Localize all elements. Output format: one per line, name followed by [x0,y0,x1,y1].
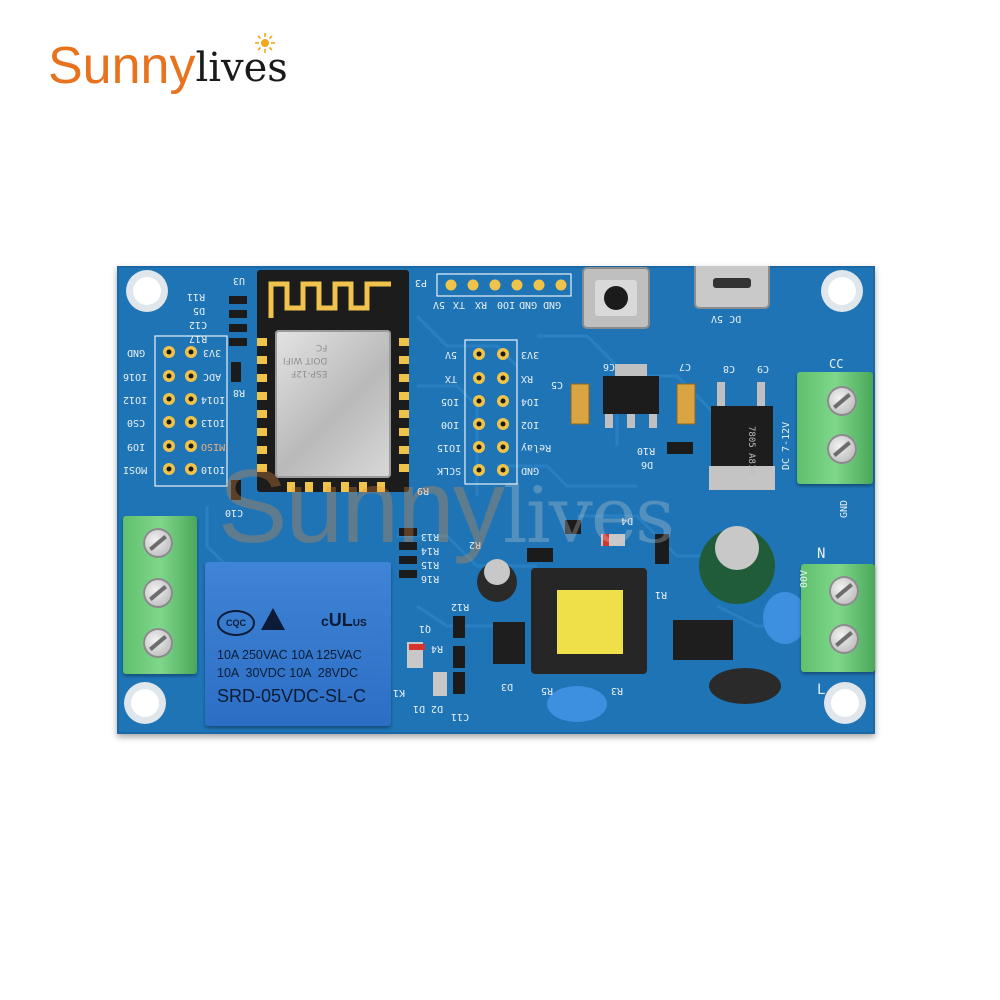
designator-u3: U3 [233,275,246,286]
designator-q1: Q1 [419,623,432,634]
screw-icon [143,578,173,608]
esp-castellated-pins [257,338,409,492]
designator-r8: R8 [233,387,246,398]
header-mid-label: RX [521,373,534,384]
regulator-text1: 7805 [746,426,756,448]
regulator-text2: A810 [746,453,756,475]
label-gnd: GND [839,499,850,518]
sun-icon [255,33,275,53]
watermark-part2: lives [502,471,675,561]
label-400v: 00V [799,569,810,588]
designator-c9: C9 [757,363,770,374]
header-mid-label: 5V [445,349,458,360]
header-mid-label: TX [445,373,458,384]
designator-r4: R4 [431,643,444,654]
designator-r16: R16 [421,573,440,584]
designator-r5: R5 [541,685,554,696]
designator-k1: K1 [393,687,406,698]
watermark-part1: Sunny [218,449,505,565]
designator-r3: R3 [611,685,624,696]
ul-mark-us: US [352,618,367,629]
relay-model-text: SRD-05VDC-SL-C [217,686,367,706]
label-dc-7-12v: DC 7-12V [781,421,792,470]
header-top-label: GND [543,299,562,310]
header-top-designator: P3 [415,277,428,288]
designator-r17: R17 [189,333,208,344]
screw-icon [827,386,857,416]
header-left-label: GND [127,347,146,358]
relay-module: CQC cULUS 10A 250VAC 10A 125VAC 10A 30VD… [205,562,391,726]
header-left-label: 3V3 [203,347,222,358]
designator-c12: C12 [189,319,208,330]
logo-text-lives: lives [195,45,288,91]
terminal-block-dc-input [797,372,873,484]
label-n: N [817,546,826,562]
designator-d1: D1 [413,703,426,714]
designator-c11: C11 [451,711,470,722]
logo-text-sunny: Sunny [48,37,196,95]
header-mid-label: 3V3 [521,349,540,360]
brand-logo: Sunnylives [48,33,288,100]
designator-d2: D2 [431,703,444,714]
designator-r1: R1 [655,589,668,600]
designator-c8: C8 [723,363,736,374]
label-vcc: CC [829,357,844,371]
designator-r12: R12 [451,601,470,612]
screw-icon [829,576,859,606]
label-l: L [817,682,826,698]
warning-triangle-icon [261,608,285,630]
header-left-label: IO13 [201,417,226,428]
header-left-label: IO9 [127,441,146,452]
relay-rating-line2: 10A 30VDC 10A 28VDC [217,666,359,680]
header-top-label: RX [475,299,488,310]
header-left-label: CS0 [127,417,146,428]
header-top-label: 5V [433,299,446,310]
designator-c6: C6 [603,361,616,372]
designator-d5: D5 [193,305,206,316]
ul-mark-icon: cULUS [321,610,367,630]
header-left-label: MOSI [123,464,148,475]
header-top-label: GND [519,299,538,310]
designator-d3: D3 [501,681,514,692]
header-mid-label: IO0 [441,419,460,430]
relay-rating-line1: 10A 250VAC 10A 125VAC [217,648,362,662]
designator-c5: C5 [551,379,564,390]
header-left-label: IO12 [123,394,148,405]
watermark: Sunnylives [218,448,675,567]
designator-r11: R11 [187,291,206,302]
screw-icon [143,528,173,558]
esp8266-module: ESP-12F DOIT WIFI FC [257,270,409,492]
screw-icon [143,628,173,658]
cqc-mark-icon: CQC [217,610,255,636]
header-left-label: IO14 [201,394,226,405]
header-mid-label: IO5 [441,396,460,407]
header-top-label: TX [453,299,466,310]
pcb-traces [124,266,866,724]
header-left-label: ADC [203,371,222,382]
header-mid-label: IO2 [521,419,540,430]
screw-icon [827,434,857,464]
header-top-label: IO0 [497,299,516,310]
terminal-block-ac-input [801,564,875,672]
esp-shield-can: ESP-12F DOIT WIFI FC [275,330,391,478]
header-left-label: IO16 [123,371,148,382]
screw-icon [829,624,859,654]
pcb-board: ESP-12F DOIT WIFI FC CQC cULUS 10A 250VA… [117,266,875,734]
antenna-trace-icon [268,281,391,318]
terminal-block-relay-output [123,516,197,674]
label-dc-5v: DC 5V [711,313,742,324]
regulator-text: 7805 A810 [745,426,757,475]
designator-c7: C7 [679,361,692,372]
header-mid-label: IO4 [521,396,540,407]
